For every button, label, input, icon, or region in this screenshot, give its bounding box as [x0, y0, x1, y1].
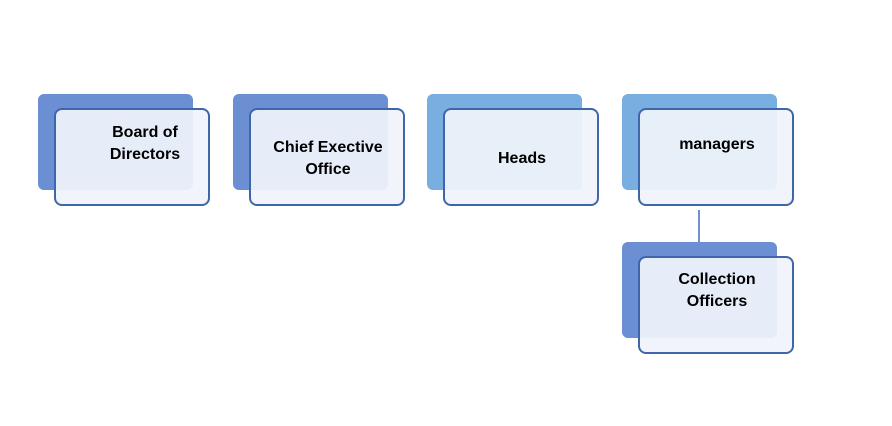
node-heads: Heads	[427, 94, 603, 212]
node-label: Heads	[497, 150, 547, 167]
node-managers: managers	[622, 94, 798, 212]
node-box	[638, 256, 794, 354]
node-label: Collection Officers	[678, 271, 756, 310]
node-label: Board of Directors	[109, 124, 181, 163]
node-chief-executive-office: Chief Exective Office	[233, 94, 409, 212]
node-box	[54, 108, 210, 206]
node-board-of-directors: Board of Directors	[38, 94, 214, 212]
connector-managers-collection	[698, 210, 700, 256]
node-collection-officers: Collection Officers	[622, 242, 798, 360]
node-box	[638, 108, 794, 206]
node-label: Chief Exective Office	[273, 139, 383, 178]
node-box	[443, 108, 599, 206]
node-label: managers	[679, 136, 755, 153]
node-box	[249, 108, 405, 206]
